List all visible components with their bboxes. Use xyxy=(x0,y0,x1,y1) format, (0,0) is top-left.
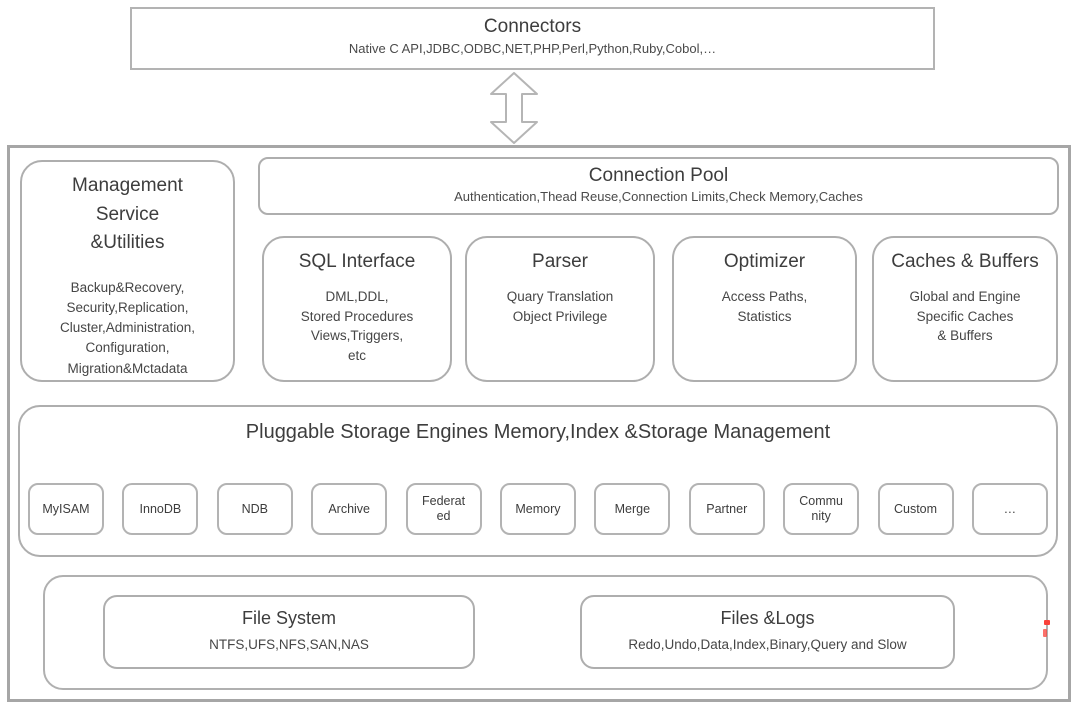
connectors-box: Connectors Native C API,JDBC,ODBC,NET,PH… xyxy=(130,7,935,70)
optimizer-box: Optimizer Access Paths, Statistics xyxy=(672,236,857,382)
connection-pool-subtitle: Authentication,Thead Reuse,Connection Li… xyxy=(454,189,863,204)
engine-chip-federated: Federat ed xyxy=(405,483,482,535)
red-annotation-artifact xyxy=(1043,629,1047,637)
files-logs-box: Files &Logs Redo,Undo,Data,Index,Binary,… xyxy=(580,595,955,669)
connectors-subtitle: Native C API,JDBC,ODBC,NET,PHP,Perl,Pyth… xyxy=(348,41,717,56)
engine-chip-custom: Custom xyxy=(877,483,954,535)
management-services-body: Backup&Recovery, Security,Replication, C… xyxy=(59,279,196,376)
management-services-box: Management Service &Utilities Backup&Rec… xyxy=(20,160,235,382)
caches-buffers-title: Caches & Buffers xyxy=(891,251,1039,272)
parser-title: Parser xyxy=(532,251,588,272)
engine-chip-innodb: InnoDB xyxy=(122,483,199,535)
engine-chip-myisam: MyISAM xyxy=(28,483,104,535)
engine-chip-archive: Archive xyxy=(311,483,388,535)
engine-chip-memory: Memory xyxy=(499,483,576,535)
management-services-title: Management Service &Utilities xyxy=(72,175,183,253)
connectors-title: Connectors xyxy=(483,16,582,37)
optimizer-title: Optimizer xyxy=(723,251,806,272)
sql-interface-box: SQL Interface DML,DDL, Stored Procedures… xyxy=(262,236,452,382)
sql-interface-title: SQL Interface xyxy=(298,251,416,272)
files-logs-title: Files &Logs xyxy=(720,608,815,628)
file-system-body: NTFS,UFS,NFS,SAN,NAS xyxy=(209,637,369,652)
engine-chip-ellipsis: … xyxy=(971,483,1048,535)
engine-chip-ndb: NDB xyxy=(216,483,293,535)
storage-engines-title: Pluggable Storage Engines Memory,Index &… xyxy=(245,421,831,443)
file-system-title: File System xyxy=(241,608,337,628)
engine-chip-partner: Partner xyxy=(688,483,765,535)
caches-buffers-box: Caches & Buffers Global and Engine Speci… xyxy=(872,236,1058,382)
file-system-box: File System NTFS,UFS,NFS,SAN,NAS xyxy=(103,595,475,669)
storage-engine-list: MyISAM InnoDB NDB Archive Federat ed Mem… xyxy=(28,483,1048,535)
files-logs-body: Redo,Undo,Data,Index,Binary,Query and Sl… xyxy=(628,637,907,652)
storage-engines-box: Pluggable Storage Engines Memory,Index &… xyxy=(18,405,1058,557)
optimizer-body: Access Paths, Statistics xyxy=(721,289,808,324)
double-arrow-icon xyxy=(488,72,540,144)
parser-body: Quary Translation Object Privilege xyxy=(506,289,614,324)
engine-chip-merge: Merge xyxy=(594,483,671,535)
parser-box: Parser Quary Translation Object Privileg… xyxy=(465,236,655,382)
red-annotation-artifact xyxy=(1044,620,1050,625)
connection-pool-box: Connection Pool Authentication,Thead Reu… xyxy=(258,157,1059,215)
caches-buffers-body: Global and Engine Specific Caches & Buff… xyxy=(909,289,1021,344)
connection-pool-title: Connection Pool xyxy=(588,165,729,186)
engine-chip-community: Commu nity xyxy=(783,483,860,535)
sql-interface-body: DML,DDL, Stored Procedures Views,Trigger… xyxy=(300,289,414,363)
